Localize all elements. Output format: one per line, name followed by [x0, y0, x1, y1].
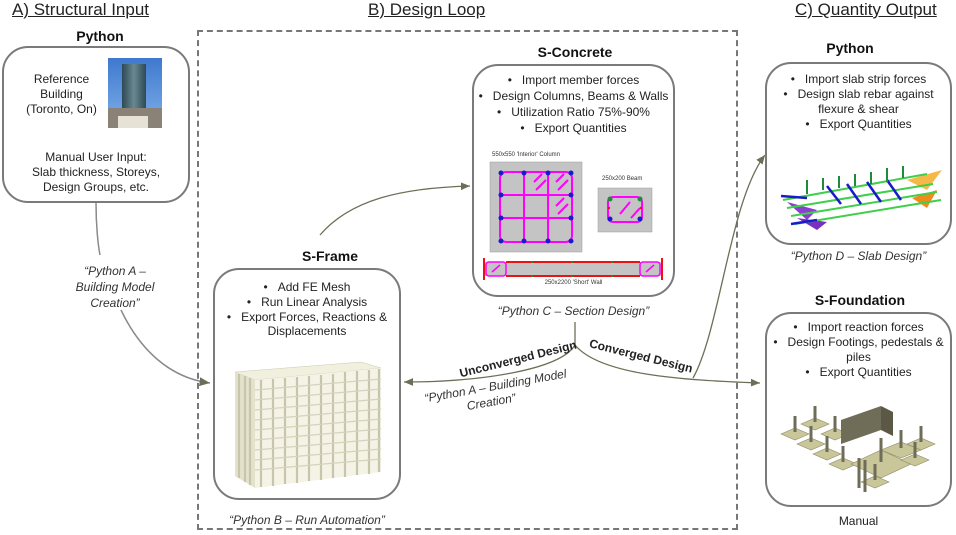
sfoundation-box: Import reaction forces Design Footings, …: [765, 312, 952, 507]
bullet-item: Export Forces, Reactions &: [215, 310, 399, 325]
bullet-item-continuation: piles: [846, 350, 871, 364]
slab-box-title: Python: [826, 40, 874, 56]
arrow-converged-to-slab: [692, 154, 766, 379]
reference-building-label: Reference Building (Toronto, On): [14, 72, 109, 117]
slab-strip-forces-icon: [780, 166, 942, 230]
manual-input-line: Slab thickness, Storeys,: [31, 165, 161, 179]
sconcrete-box: Import member forces Design Columns, Bea…: [472, 64, 675, 297]
bullet-item: Import member forces: [474, 72, 673, 88]
design-loop-container: [197, 30, 738, 530]
slab-bullets: Import slab strip forces Design slab reb…: [767, 72, 950, 102]
wall-section-label: 250x2200 'Short' Wall: [544, 280, 603, 286]
slab-bullets-more: Export Quantities: [767, 117, 950, 132]
manual-user-input: Manual User Input: Slab thickness, Store…: [4, 150, 188, 195]
python-a-caption: “Python A – Building Model Creation”: [60, 263, 170, 311]
arrow-converged: [574, 344, 761, 387]
bullet-item: Add FE Mesh: [215, 280, 399, 295]
bullet-item: Run Linear Analysis: [215, 295, 399, 310]
bullet-item: Export Quantities: [767, 117, 950, 132]
input-box: Reference Building (Toronto, On) Manual …: [2, 46, 190, 203]
sconcrete-title: S-Concrete: [537, 44, 613, 60]
manual-input-line: Design Groups, etc.: [42, 180, 150, 194]
section-title-quantity-output: C) Quantity Output: [795, 0, 937, 19]
bullet-item: Design Columns, Beams & Walls: [474, 88, 673, 104]
sframe-bullets: Add FE Mesh Run Linear Analysis Export F…: [215, 280, 399, 325]
reference-line: (Toronto, On): [26, 102, 97, 116]
reference-line: Reference: [33, 72, 90, 86]
arrow-input-to-sframe: [95, 202, 101, 256]
bullet-item: Design Footings, pedestals &: [767, 335, 950, 350]
foundation-bullets-more: Export Quantities: [767, 365, 950, 380]
beam-section-icon: [597, 187, 653, 233]
column-section-icon: [489, 161, 583, 253]
sfoundation-title: S-Foundation: [814, 292, 906, 308]
beam-section-label: 250x200 Beam: [602, 176, 643, 182]
python-b-caption: “Python B – Run Automation”: [229, 513, 385, 527]
building-photo-icon: [108, 58, 162, 128]
sframe-box: Add FE Mesh Run Linear Analysis Export F…: [213, 268, 401, 500]
python-d-caption: “Python D – Slab Design”: [790, 249, 927, 263]
caption-line: Creation”: [90, 296, 140, 310]
bullet-item: Utilization Ratio 75%-90%: [474, 104, 673, 120]
input-box-title: Python: [76, 28, 124, 44]
bullet-item: Export Quantities: [474, 120, 673, 136]
manual-input-line: Manual User Input:: [45, 150, 147, 164]
arrow-sframe-to-sconcrete: [319, 182, 471, 236]
bullet-item-continuation: Displacements: [267, 324, 347, 338]
bullet-item: Import slab strip forces: [767, 72, 950, 87]
foundation-bullets: Import reaction forces Design Footings, …: [767, 320, 950, 350]
section-title-structural-input: A) Structural Input: [12, 0, 150, 19]
wall-section-icon: [483, 258, 663, 280]
slab-design-box: Import slab strip forces Design slab reb…: [765, 62, 952, 245]
sconcrete-bullets: Import member forces Design Columns, Bea…: [474, 72, 673, 136]
section-title-design-loop: B) Design Loop: [368, 0, 486, 19]
arrow-input-to-sframe-lower: [120, 309, 211, 387]
column-section-label: 550x550 'Interior' Column: [492, 152, 560, 158]
bullet-item-continuation: flexure & shear: [818, 102, 899, 116]
frame-model-icon: [234, 361, 382, 488]
bullet-item: Import reaction forces: [767, 320, 950, 335]
sframe-title: S-Frame: [301, 248, 359, 264]
reference-line: Building: [40, 87, 83, 101]
arrow-unconverged: [403, 344, 576, 386]
python-c-caption: “Python C – Section Design”: [497, 304, 650, 318]
manual-caption: Manual: [838, 514, 879, 528]
bullet-item: Export Quantities: [767, 365, 950, 380]
caption-line: “Python A –: [84, 264, 146, 278]
caption-line: Building Model: [75, 280, 155, 294]
foundation-model-icon: [780, 406, 936, 492]
bullet-item: Design slab rebar against: [767, 87, 950, 102]
